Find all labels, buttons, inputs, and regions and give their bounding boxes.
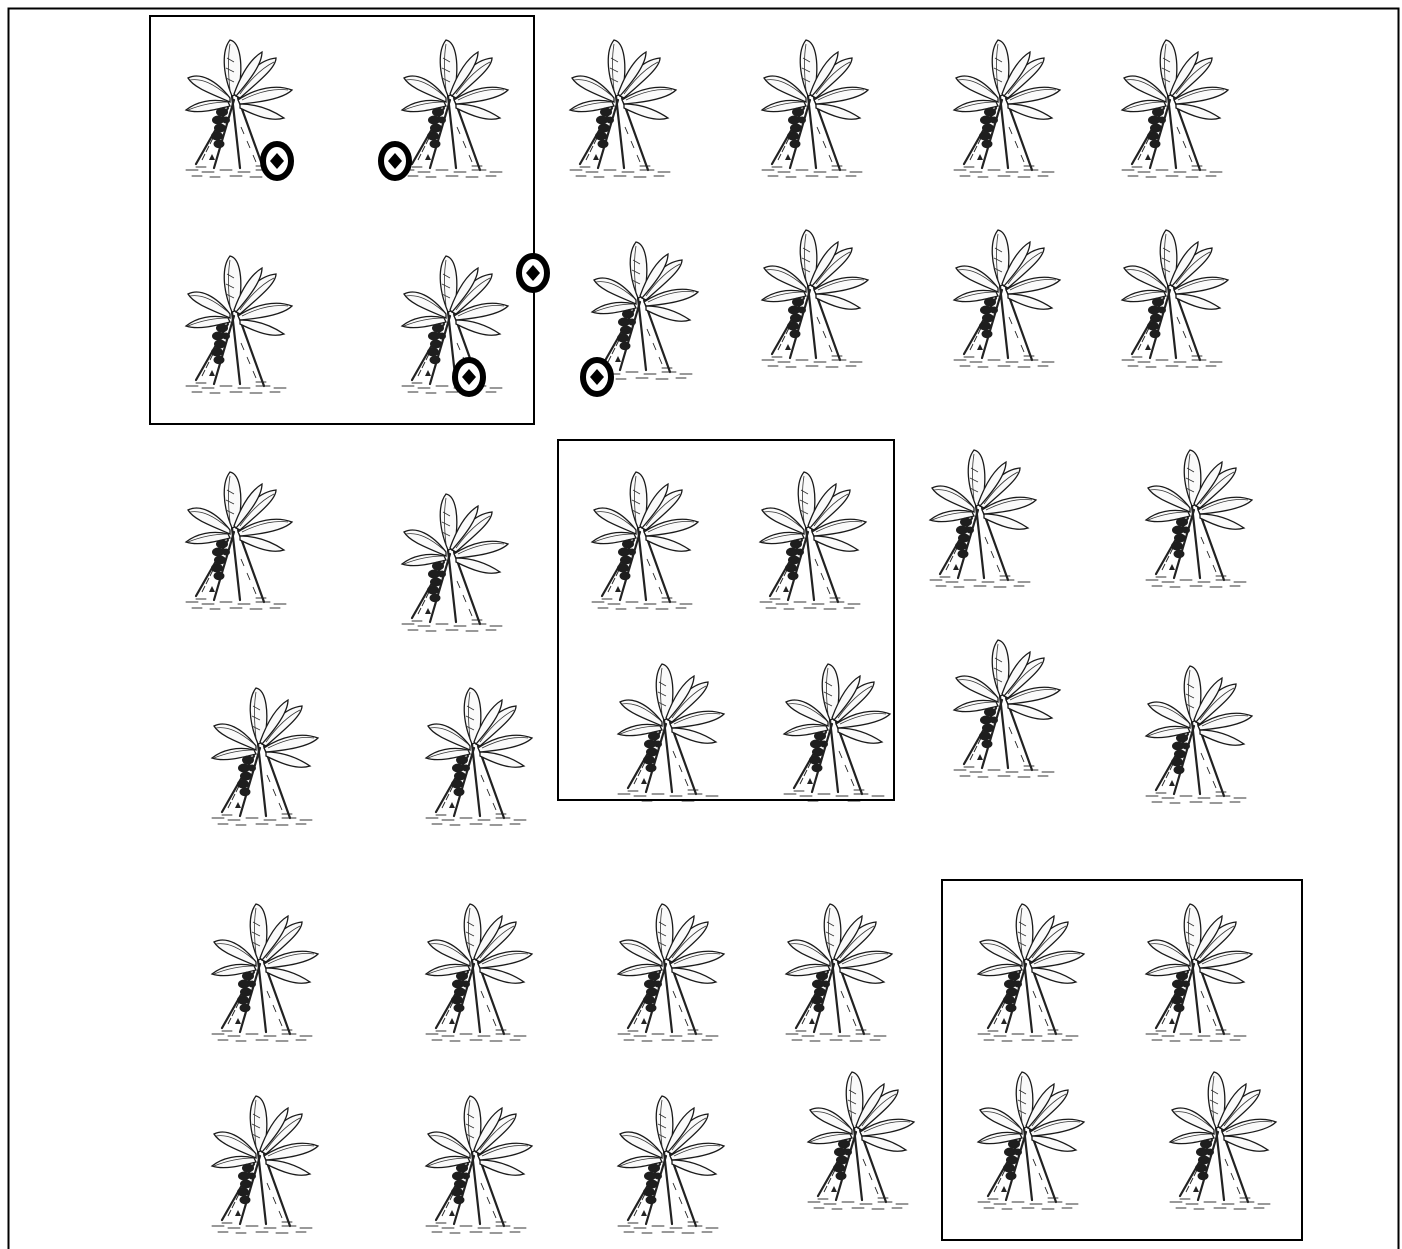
banana-plant-icon — [762, 40, 868, 177]
banana-plant-icon — [954, 40, 1060, 177]
ringed-diamond-marker-icon — [381, 144, 409, 178]
banana-plant-icon — [1122, 230, 1228, 367]
banana-plant-icon — [762, 230, 868, 367]
banana-plant-icon — [1146, 450, 1252, 587]
banana-plant-icon — [1122, 40, 1228, 177]
banana-plant-icon — [784, 664, 890, 801]
banana-plant-icon — [426, 1096, 532, 1233]
ringed-diamond-marker-icon — [519, 256, 547, 290]
banana-plant-icon — [618, 1096, 724, 1233]
diagram-border — [9, 9, 1399, 1249]
banana-plant-icon — [212, 904, 318, 1041]
banana-plant-icon — [426, 688, 532, 825]
banana-plant-icon — [760, 472, 866, 609]
ringed-diamond-marker-icon — [455, 360, 483, 394]
banana-plant-icon — [186, 256, 292, 393]
sample-box-bottom-right — [942, 880, 1302, 1240]
sample-boxes — [150, 16, 1302, 1240]
banana-plant-icon — [592, 242, 698, 379]
banana-plant-icon — [212, 1096, 318, 1233]
banana-plant-icon — [618, 664, 724, 801]
banana-plant-icon — [954, 640, 1060, 777]
banana-plant-icon — [1170, 1072, 1276, 1209]
banana-plant-icon — [402, 40, 508, 177]
banana-plant-icon — [1146, 904, 1252, 1041]
banana-plant-icon — [426, 904, 532, 1041]
banana-plant-icon — [954, 230, 1060, 367]
banana-plant-icon — [592, 472, 698, 609]
banana-plant-icon — [930, 450, 1036, 587]
banana-plant-icon — [978, 904, 1084, 1041]
banana-plant-icon — [1146, 666, 1252, 803]
ringed-diamond-marker-icon — [583, 360, 611, 394]
banana-plant-icon — [978, 1072, 1084, 1209]
banana-plant-icon — [618, 904, 724, 1041]
plant-grid — [186, 40, 1276, 1233]
banana-plant-icon — [786, 904, 892, 1041]
ringed-diamond-marker-icon — [263, 144, 291, 178]
banana-plant-icon — [808, 1072, 914, 1209]
banana-plant-icon — [570, 40, 676, 177]
banana-plant-icon — [402, 494, 508, 631]
banana-plant-icon — [186, 472, 292, 609]
banana-plant-icon — [212, 688, 318, 825]
